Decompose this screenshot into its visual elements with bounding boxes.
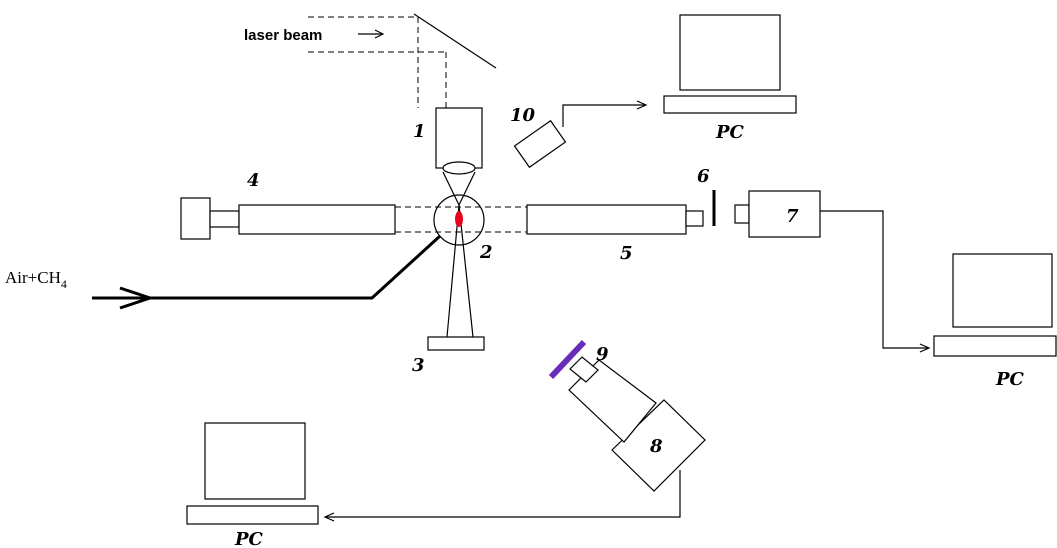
filter-9 xyxy=(548,339,587,380)
gas-inlet-label: Air+CH4 xyxy=(5,268,67,291)
label-1: 1 xyxy=(413,121,426,142)
laser-beam-label: laser beam xyxy=(244,27,322,44)
tube-4 xyxy=(180,197,396,240)
plasma-spark xyxy=(455,211,463,227)
camera-7 xyxy=(734,190,931,353)
pc-bottom xyxy=(186,422,319,525)
mirror xyxy=(413,13,497,69)
label-4: 4 xyxy=(247,170,260,191)
label-10: 10 xyxy=(510,105,536,126)
beam-dump-3 xyxy=(427,336,485,351)
label-8: 8 xyxy=(649,436,663,457)
pc-bottom-label: PC xyxy=(234,529,264,548)
laser-beam-arrow xyxy=(358,29,385,39)
pc-top xyxy=(663,14,797,114)
laser-beam-path xyxy=(308,13,497,108)
optical-axis xyxy=(395,206,527,233)
label-7: 7 xyxy=(786,206,799,227)
gas-inlet xyxy=(92,234,442,310)
pc-top-label: PC xyxy=(715,122,745,143)
label-3: 3 xyxy=(412,355,425,376)
label-5: 5 xyxy=(620,243,633,264)
pc-right xyxy=(933,253,1057,357)
focusing-lens xyxy=(435,107,483,206)
label-9: 9 xyxy=(596,344,609,365)
label-2: 2 xyxy=(479,242,493,263)
spectrometer-8 xyxy=(323,339,706,522)
pc-right-label: PC xyxy=(995,369,1025,390)
detector-10 xyxy=(513,100,648,169)
label-6: 6 xyxy=(697,166,710,187)
tube-5 xyxy=(526,204,704,235)
chamber-2 xyxy=(433,194,485,338)
